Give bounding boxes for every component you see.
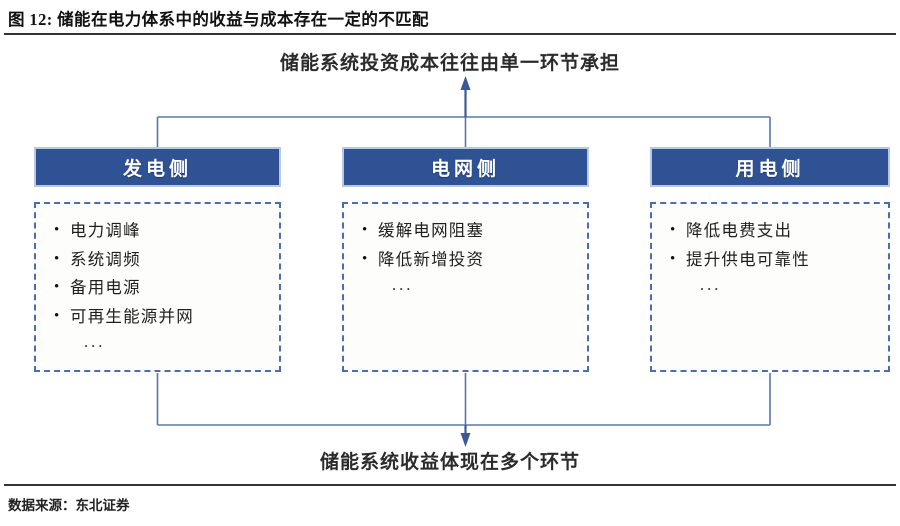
list-ellipsis: ... <box>700 275 722 295</box>
list-item: • 系统调频 <box>54 247 279 273</box>
list-item: • 备用电源 <box>54 275 279 301</box>
list-item: • 缓解电网阻塞 <box>362 218 587 244</box>
list-item-label: 缓解电网阻塞 <box>378 221 485 240</box>
source-divider <box>4 484 896 486</box>
column-body-grid: • 缓解电网阻塞 • 降低新增投资 ... <box>342 202 589 372</box>
list-item-label: 系统调频 <box>70 249 141 269</box>
bullet-icon: • <box>54 279 61 296</box>
list-item-label: 降低新增投资 <box>378 249 485 269</box>
column-grid-side: 电网侧 • 缓解电网阻塞 • 降低新增投资 ... <box>342 147 589 372</box>
list-item: • 可再生能源并网 <box>54 304 279 330</box>
list-item: • 降低电费支出 <box>670 218 888 244</box>
list-item-label: 可再生能源并网 <box>70 306 194 326</box>
column-header-grid[interactable]: 电网侧 <box>342 147 589 187</box>
figure-title: 图 12: 储能在电力体系中的收益与成本存在一定的不匹配 <box>8 10 429 29</box>
list-ellipsis: ... <box>84 332 106 352</box>
list-item-label: 提升供电可靠性 <box>686 249 810 269</box>
top-caption: 储能系统投资成本往往由单一环节承担 <box>279 53 620 74</box>
list-item-label: 电力调峰 <box>70 221 141 240</box>
list-ellipsis: ... <box>392 275 414 295</box>
column-body-consumption: • 降低电费支出 • 提升供电可靠性 ... <box>650 202 890 372</box>
column-header-consumption[interactable]: 用电侧 <box>650 147 890 187</box>
column-generation-side: 发电侧 • 电力调峰 • 系统调频 • 备用电源 • 可再生能源并网 ... <box>34 147 281 372</box>
column-header-generation[interactable]: 发电侧 <box>34 147 281 187</box>
bottom-caption: 储能系统收益体现在多个环节 <box>319 452 580 473</box>
list-item: • 电力调峰 <box>54 218 279 244</box>
bullet-icon: • <box>670 222 677 238</box>
column-consumption-side: 用电侧 • 降低电费支出 • 提升供电可靠性 ... <box>650 147 890 372</box>
bullet-icon: • <box>362 222 369 238</box>
bullet-icon: • <box>54 307 61 324</box>
diagram-canvas: 储能系统投资成本往往由单一环节承担 发电侧 • 电力调峰 • <box>0 36 900 482</box>
list-item-label: 备用电源 <box>70 278 141 298</box>
bullet-icon: • <box>54 222 61 238</box>
list-item-label: 降低电费支出 <box>686 221 793 240</box>
source-note: 数据来源：东北证券 <box>8 498 130 513</box>
bullet-icon: • <box>54 250 61 267</box>
list-item: • 提升供电可靠性 <box>670 247 888 273</box>
bullet-icon: • <box>362 250 369 267</box>
bullet-icon: • <box>670 250 677 267</box>
list-item: • 降低新增投资 <box>362 247 587 273</box>
title-divider <box>4 33 896 35</box>
column-body-generation: • 电力调峰 • 系统调频 • 备用电源 • 可再生能源并网 ... <box>34 202 281 372</box>
